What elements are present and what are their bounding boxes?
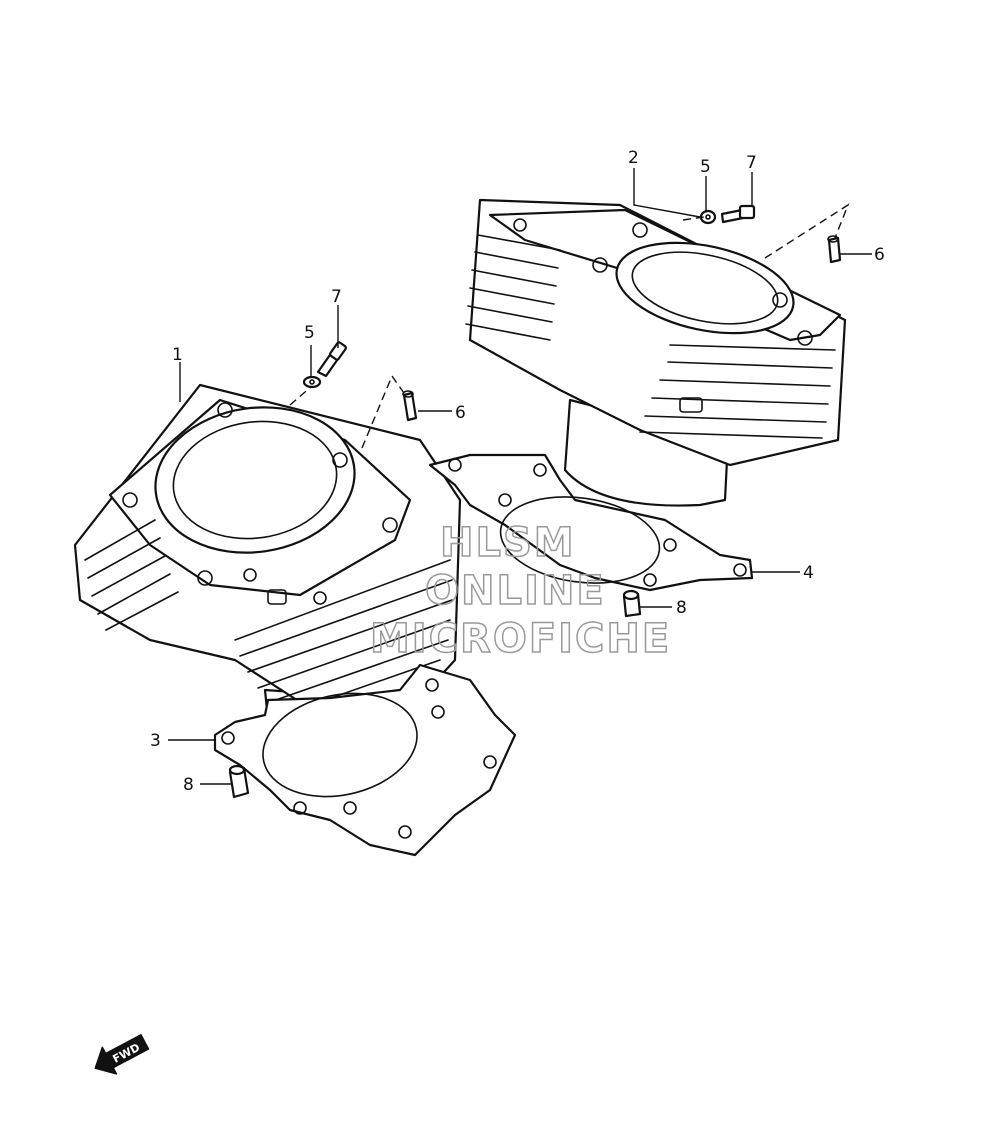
washer-part-5-left[interactable] (302, 375, 322, 389)
front-cylinder-left-fins (84, 519, 179, 631)
callout-4: 4 (803, 563, 814, 583)
watermark-line-1: HLSM (440, 520, 576, 566)
callout-2: 2 (628, 148, 639, 168)
callout-7-right: 7 (746, 153, 757, 173)
watermark-line-2: ONLINE (425, 568, 606, 614)
callout-5-right: 5 (700, 157, 711, 177)
arrow-icon (94, 1034, 150, 1075)
oil-jet-part-6-right[interactable] (827, 235, 842, 264)
bolt-part-7-right[interactable] (720, 204, 756, 224)
front-cylinder-right-fins (234, 559, 453, 715)
dowel-pin-part-8-left[interactable] (228, 764, 250, 799)
front-gasket-part-3[interactable] (213, 663, 517, 857)
leader-lines (168, 168, 872, 785)
bolt-part-7-left[interactable] (316, 341, 347, 378)
callout-6-left: 6 (455, 403, 466, 423)
watermark-line-3: MICROFICHE (370, 616, 671, 662)
rear-cylinder-part-2[interactable] (465, 198, 847, 507)
callout-7-left: 7 (331, 287, 342, 307)
rear-gasket-part-4[interactable] (428, 453, 754, 593)
dowel-pin-part-8-right[interactable] (622, 589, 642, 618)
callout-5-left: 5 (304, 323, 315, 343)
callout-8-right: 8 (676, 598, 687, 618)
watermark: HLSM ONLINE MICROFICHE (369, 519, 671, 663)
callout-8-left: 8 (183, 775, 194, 795)
callout-3: 3 (150, 731, 161, 751)
front-cylinder-part-1[interactable] (73, 383, 462, 760)
oil-jet-part-6-left[interactable] (402, 390, 418, 422)
callout-6-right: 6 (874, 245, 885, 265)
callout-1: 1 (172, 345, 183, 365)
rear-cylinder-left-fins (465, 234, 561, 341)
forward-direction-arrow: FWD (94, 1034, 150, 1075)
